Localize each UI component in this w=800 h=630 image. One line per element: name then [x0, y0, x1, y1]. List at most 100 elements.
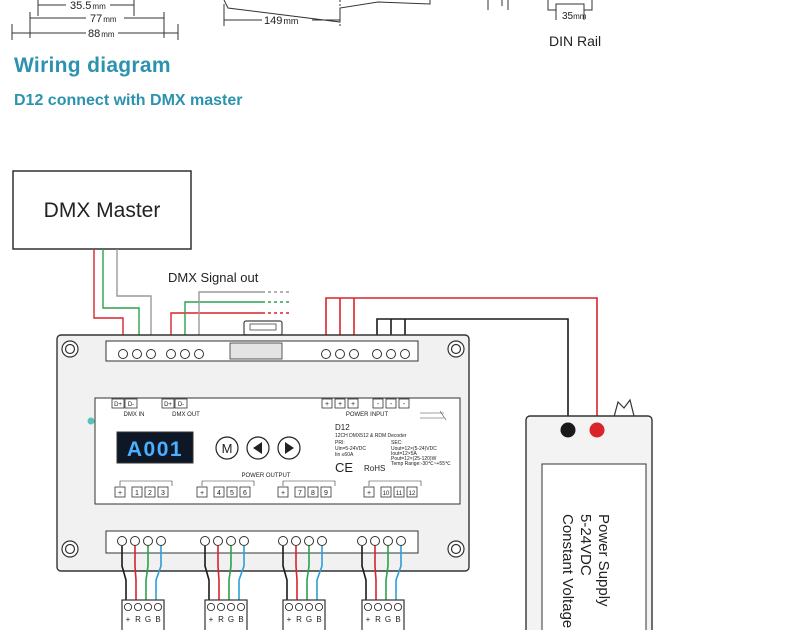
led-connector-screw: [304, 602, 314, 612]
status-led: [87, 417, 95, 425]
pri-uin: Uin=5-24VDC: [335, 446, 366, 452]
led-connector-screw: [373, 602, 383, 612]
power-terminal-box: [385, 398, 397, 409]
output-terminal-text: 4: [217, 490, 221, 497]
output-terminal-box: [239, 486, 251, 498]
model-label: D12: [335, 423, 350, 432]
output-terminal-box: [114, 486, 126, 498]
bottom-terminal-screw: [226, 536, 236, 546]
output-terminal-text: 12: [409, 491, 416, 497]
dimension-drawing-side: [223, 0, 509, 26]
output-terminal-box: [277, 486, 289, 498]
dmx-master-label: DMX Master: [44, 199, 161, 222]
output-wire: [282, 546, 288, 600]
dmx-terminal-box: [111, 398, 125, 409]
ps-positive-terminal: [589, 422, 605, 438]
output-terminal-box: [363, 486, 375, 498]
led-connector-label: B: [238, 615, 243, 624]
bottom-terminal-screw: [304, 536, 314, 546]
bottom-terminal-screws: [117, 536, 406, 546]
left-button[interactable]: [246, 436, 270, 460]
top-terminal-screw: [166, 349, 176, 359]
power-terminal-text: +: [338, 401, 342, 408]
led-connector-label: B: [395, 615, 400, 624]
output-wire: [374, 546, 377, 600]
output-wire: [145, 546, 149, 600]
dmx-in-label: DMX IN: [124, 412, 145, 418]
output-group-bracket: [368, 480, 422, 486]
dim-149: 149mm: [264, 15, 298, 27]
power-terminal-box: [347, 398, 359, 409]
output-wire: [204, 546, 210, 600]
ce-mark: CE: [335, 460, 353, 475]
led-connector-label: G: [306, 615, 312, 624]
led-connector-label: B: [316, 615, 321, 624]
led-connector-label: R: [135, 615, 141, 624]
dim-35: 35mm: [562, 11, 587, 22]
power-terminal-text: +: [351, 401, 355, 408]
bottom-terminal-screw: [383, 536, 393, 546]
top-terminal-screw: [335, 349, 345, 359]
led-display: [116, 431, 194, 464]
output-wire: [316, 546, 323, 600]
led-connector-label: R: [375, 615, 381, 624]
output-wire: [306, 546, 310, 600]
top-terminal-screw: [118, 349, 128, 359]
power-supply-hook: [613, 398, 635, 418]
led-connector-screw: [314, 602, 324, 612]
output-group-bracket: [282, 480, 336, 486]
bottom-terminal-screw: [143, 536, 153, 546]
dmx-terminal-box: [174, 398, 188, 409]
output-terminal-text: +: [118, 490, 122, 497]
model-desc: 12CH DMX512 & RDM Decoder: [335, 433, 407, 439]
led-connector-label: R: [296, 615, 302, 624]
led-connector-screw: [236, 602, 246, 612]
right-button[interactable]: [277, 436, 301, 460]
top-terminal-screw: [132, 349, 142, 359]
dmx-terminal-text: D-: [128, 402, 134, 408]
led-connector-screw: [393, 602, 403, 612]
output-terminal-text: 7: [298, 490, 302, 497]
dmx-terminal-text: D+: [114, 402, 122, 408]
led-connector-screw: [153, 602, 163, 612]
output-wire: [121, 546, 127, 600]
bottom-terminal-screw: [396, 536, 406, 546]
section-subtitle: D12 connect with DMX master: [14, 92, 243, 109]
output-terminal-text: 10: [383, 491, 390, 497]
output-wire: [361, 546, 367, 600]
top-terminal-screw: [194, 349, 204, 359]
output-wire: [217, 546, 220, 600]
power-terminal-labels: +++---: [321, 398, 410, 409]
led-connector-label: +: [366, 615, 371, 624]
output-wire: [385, 546, 389, 600]
wire-gauge-icon: [420, 410, 447, 421]
led-connector-label: G: [385, 615, 391, 624]
led-connector-label: +: [209, 615, 214, 624]
led-connector-label: +: [126, 615, 131, 624]
power-terminal-text: -: [377, 401, 380, 408]
output-terminal-box: [320, 486, 332, 498]
dmx-master-box: [12, 170, 192, 250]
led-connector-label: R: [218, 615, 224, 624]
rohs-mark: RoHS: [364, 464, 385, 473]
output-wire: [228, 546, 232, 600]
led-connector-screw: [216, 602, 226, 612]
bottom-terminal-screw: [357, 536, 367, 546]
bottom-terminal-screw: [278, 536, 288, 546]
sec-temp: Temp Range:-30℃~+55℃: [391, 461, 451, 467]
pri-label: PRI:: [335, 440, 345, 446]
power-terminal-text: +: [325, 401, 329, 408]
top-terminal-screw: [400, 349, 410, 359]
power-terminal-box: [398, 398, 410, 409]
output-wire: [395, 546, 402, 600]
output-terminal-box: [144, 486, 156, 498]
led-connector-screw: [123, 602, 133, 612]
output-terminal-text: 1: [135, 490, 139, 497]
power-output-label: POWER OUTPUT: [242, 473, 291, 479]
led-connector-screw: [133, 602, 143, 612]
dmx-terminal-box: [124, 398, 138, 409]
mode-button[interactable]: M: [215, 436, 239, 460]
output-terminal-text: +: [200, 490, 204, 497]
